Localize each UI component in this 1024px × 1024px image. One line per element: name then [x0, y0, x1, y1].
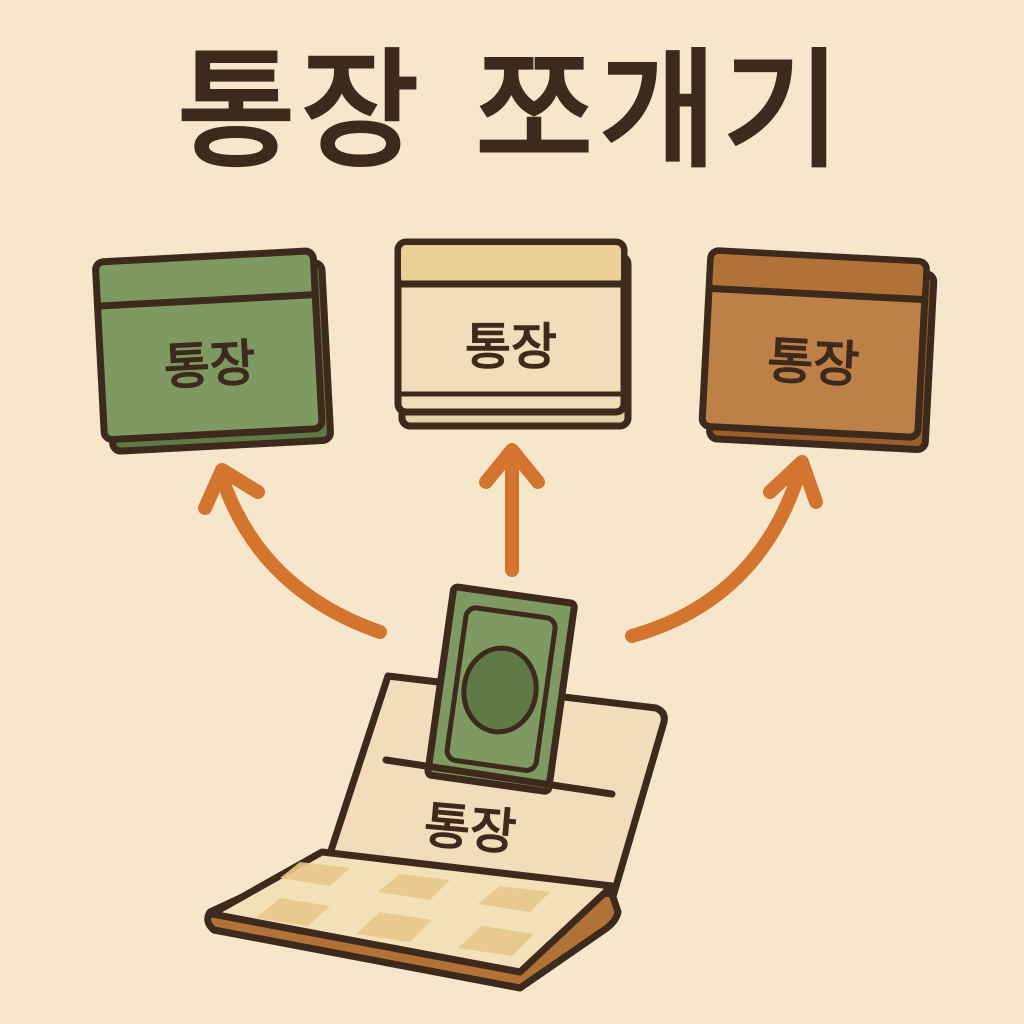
arrow-up-icon-middle: [479, 443, 545, 577]
page-title: 통장 쪼개기: [177, 37, 847, 186]
passbook-icon-middle: 통장: [394, 238, 632, 430]
passbook-label-left: 통장: [162, 334, 257, 397]
passbook-icon-left: 통장: [92, 247, 334, 455]
source-passbook-label: 통장: [422, 796, 519, 862]
arrow-up-icon-right: [625, 455, 823, 643]
open-passbook-icon: 통장: [204, 583, 668, 992]
passbook-label-middle: 통장: [465, 318, 557, 376]
arrow-up-icon-left: [198, 463, 387, 639]
passbook-icon-right: 통장: [698, 247, 938, 453]
passbook-label-right: 통장: [766, 332, 861, 395]
banknote-icon: [424, 583, 578, 795]
